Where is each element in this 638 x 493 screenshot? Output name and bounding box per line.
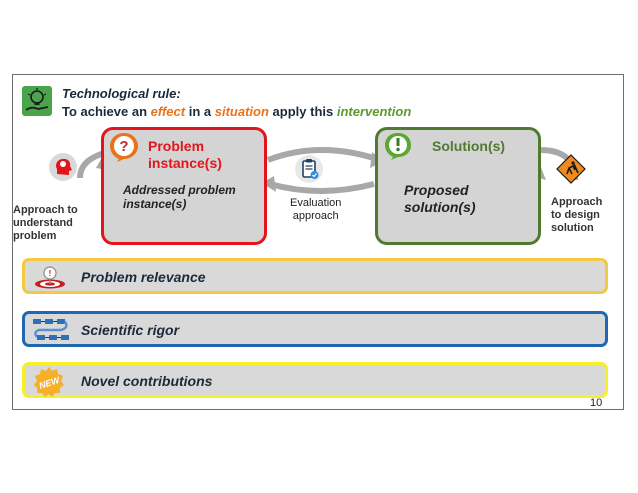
solution-title: Solution(s) — [432, 138, 506, 154]
rule-text-in-a: in a — [188, 104, 212, 119]
new-badge-icon: NEW — [34, 367, 64, 397]
evaluation-line1: Evaluation — [290, 197, 342, 209]
novel-contributions-label: Novel contributions — [81, 373, 213, 389]
svg-text:!: ! — [49, 269, 52, 278]
rule-keyword-effect: effect — [150, 104, 186, 119]
approach-understand-line3: problem — [13, 230, 57, 242]
novel-contributions-bar: NEW Novel contributions — [22, 362, 608, 398]
problem-subtitle-line2: instance(s) — [123, 197, 187, 211]
approach-design-label: Approach to design solution — [551, 196, 602, 235]
evaluation-approach-label: Evaluation approach — [290, 197, 341, 223]
rule-title: Technological rule: — [62, 86, 181, 101]
evaluation-line2: approach — [292, 210, 339, 222]
process-flow-icon — [33, 319, 69, 340]
exclamation-icon — [385, 133, 411, 160]
approach-design-line2: to design — [551, 209, 600, 221]
lightbulb-hand-icon — [22, 86, 52, 116]
svg-text:?: ? — [119, 138, 128, 155]
rule-keyword-intervention: intervention — [336, 104, 412, 119]
problem-title: Problem instance(s) — [148, 138, 222, 172]
rule-keyword-situation: situation — [214, 104, 269, 119]
rule-text-apply-this: apply this — [272, 104, 334, 119]
head-thinking-icon — [49, 153, 77, 181]
problem-subtitle-line1: Addressed problem — [123, 183, 236, 197]
scientific-rigor-label: Scientific rigor — [81, 322, 180, 338]
approach-design-line3: solution — [551, 222, 594, 234]
problem-relevance-bar: ! Problem relevance — [22, 258, 608, 294]
approach-understand-label: Approach to understand problem — [13, 204, 78, 243]
problem-relevance-label: Problem relevance — [81, 269, 206, 285]
approach-design-line1: Approach — [551, 196, 603, 208]
slide-frame — [12, 74, 624, 410]
question-mark-icon: ? — [110, 133, 138, 162]
approach-understand-line2: understand — [13, 217, 73, 229]
solution-subtitle: Proposed solution(s) — [404, 182, 476, 216]
rule-text-to-achieve: To achieve an — [62, 104, 148, 119]
solution-subtitle-line2: solution(s) — [404, 199, 476, 215]
problem-subtitle: Addressed problem instance(s) — [123, 183, 236, 211]
page-number: 10 — [590, 397, 603, 409]
problem-title-line2: instance(s) — [148, 155, 222, 171]
construction-sign-icon — [556, 154, 586, 184]
scientific-rigor-bar: Scientific rigor — [22, 311, 608, 347]
solution-subtitle-line1: Proposed — [404, 182, 469, 198]
rule-statement: To achieve an effect in a situation appl… — [62, 104, 411, 119]
target-icon: ! — [35, 266, 65, 289]
problem-title-line1: Problem — [148, 138, 205, 154]
approach-understand-line1: Approach to — [13, 204, 78, 216]
clipboard-check-icon — [295, 155, 323, 183]
